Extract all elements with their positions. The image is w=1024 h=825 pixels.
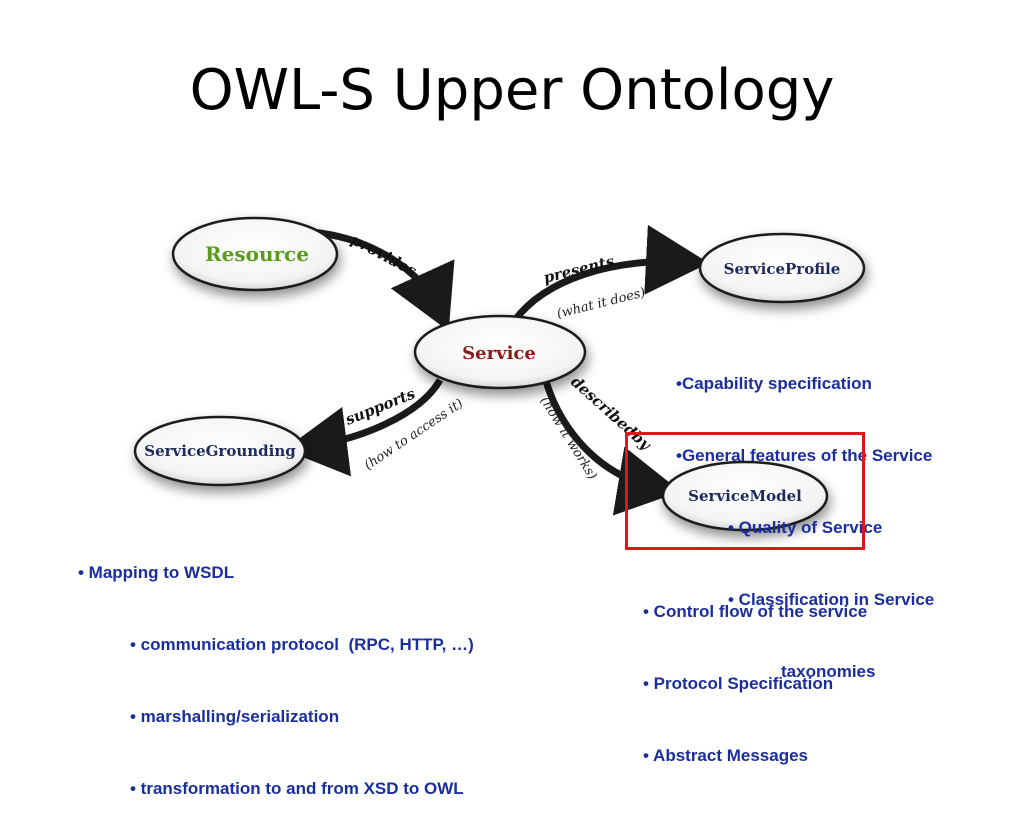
page-title: OWL-S Upper Ontology <box>189 58 835 123</box>
service-model-label: ServiceModel <box>688 487 802 505</box>
grounding-notes: • Mapping to WSDL • communication protoc… <box>78 513 474 825</box>
ontology-diagram: Resource Service ServiceProfile ServiceG… <box>133 216 866 532</box>
grounding-note: • communication protocol (RPC, HTTP, …) <box>130 635 474 654</box>
provides-label: provides <box>348 231 420 281</box>
profile-note: •Capability specification <box>676 374 872 393</box>
resource-label: Resource <box>205 242 309 266</box>
presents-label: presents <box>542 252 617 287</box>
service-model-node <box>661 460 829 532</box>
profile-note: • Classification in Service <box>728 590 935 609</box>
resource-node <box>171 216 339 292</box>
described-by-arrow <box>541 377 681 516</box>
service-node <box>413 314 587 390</box>
profile-note: taxonomies <box>781 662 876 681</box>
model-note: • Protocol Specification <box>643 674 834 693</box>
service-grounding-label: ServiceGrounding <box>144 442 296 460</box>
service-grounding-node <box>133 415 307 487</box>
service-profile-node <box>698 232 866 304</box>
model-note: • Control flow of the service <box>643 602 868 621</box>
model-note: • Abstract Messages <box>643 746 809 765</box>
model-notes: • Control flow of the service • Protocol… <box>643 552 867 792</box>
presents-sub-label: (what it does) <box>555 285 647 322</box>
service-profile-label: ServiceProfile <box>724 260 841 278</box>
grounding-note: • marshalling/serialization <box>130 707 340 726</box>
presents-arrow <box>512 224 709 323</box>
profile-note: • Quality of Service <box>728 518 883 537</box>
described-by-sub-label: (how it works) <box>537 394 600 482</box>
profile-note: •General features of the Service <box>676 446 933 465</box>
supports-arrow <box>284 378 444 477</box>
provides-arrow <box>311 228 455 332</box>
grounding-note: • transformation to and from XSD to OWL <box>130 779 464 798</box>
service-label: Service <box>462 343 536 364</box>
service-model-highlight-box <box>625 432 865 550</box>
grounding-note: • Mapping to WSDL <box>78 563 235 582</box>
supports-label: supports <box>343 384 419 428</box>
profile-notes: •Capability specification •General featu… <box>676 324 934 708</box>
